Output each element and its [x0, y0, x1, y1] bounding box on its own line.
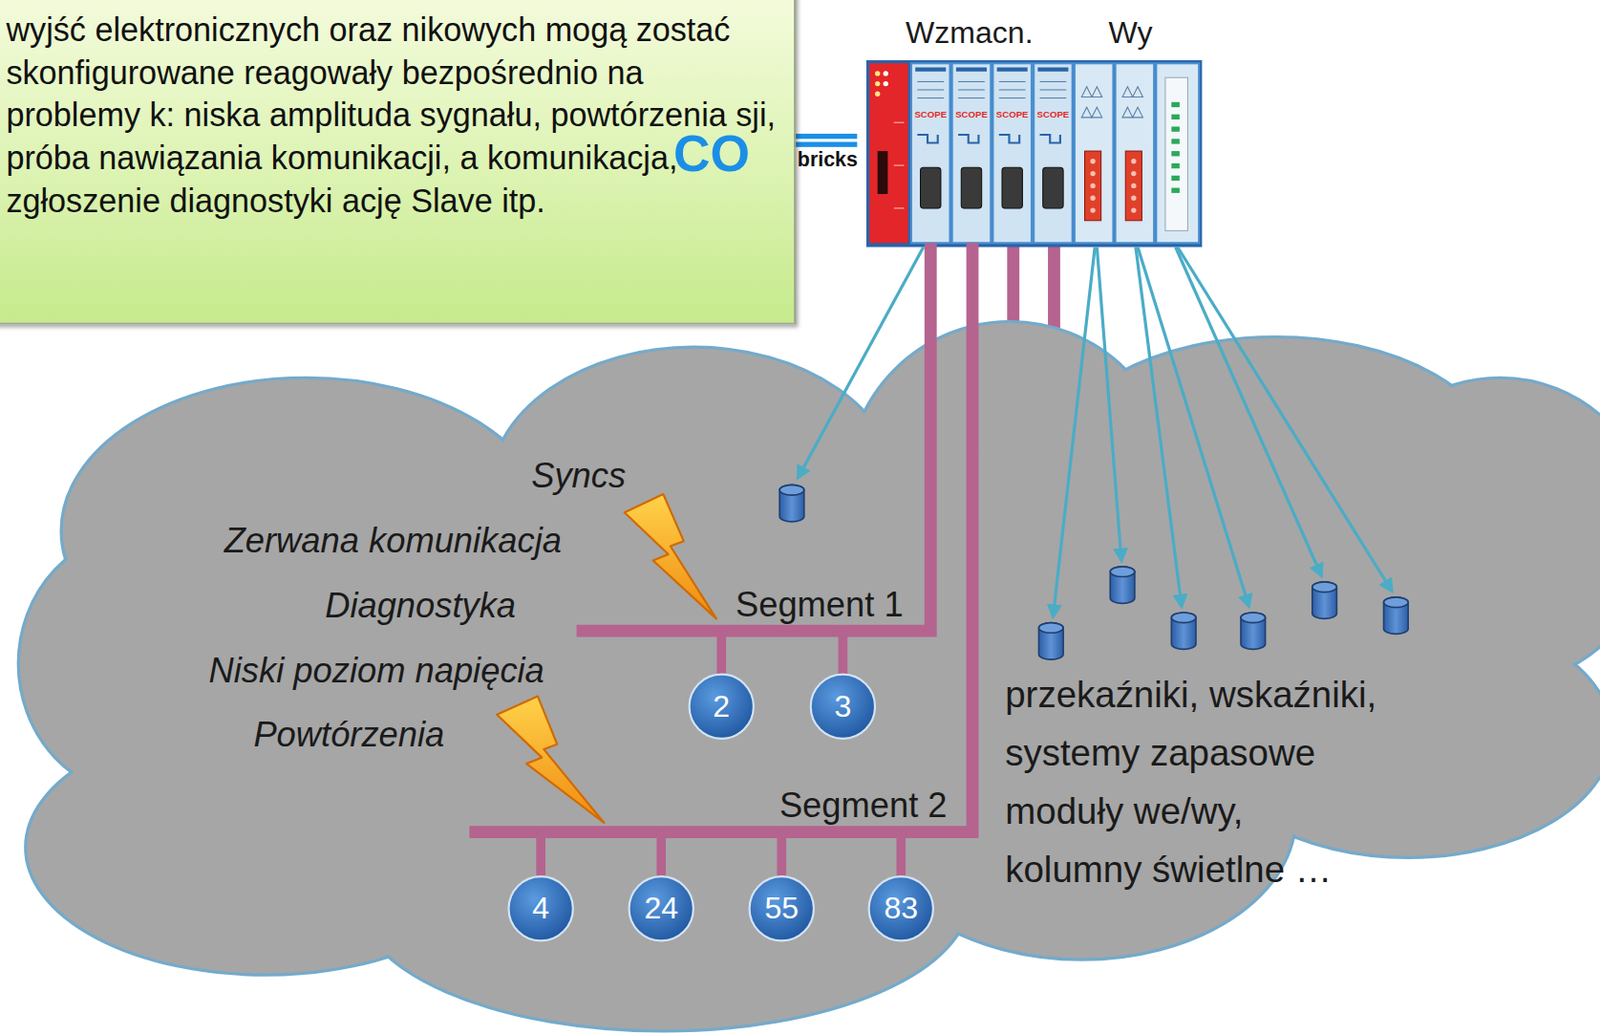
station-number: 55 — [764, 891, 799, 926]
module-marking: SCOPE — [914, 108, 947, 120]
station-number: 2 — [712, 688, 730, 724]
station-circle: 2 — [687, 672, 756, 741]
fault-label: Powtórzenia — [253, 714, 445, 755]
station-circle: 4 — [507, 874, 576, 942]
module-marking: SCOPE — [996, 108, 1029, 120]
circle-label-wrap: 3 — [809, 672, 877, 741]
callout-text: wyjść elektronicznych oraz nikowych mogą… — [5, 8, 782, 223]
module-group-label: Wy — [1109, 15, 1153, 50]
circle-label-wrap: 2 — [687, 672, 756, 741]
fault-label: Niski poziom napięcia — [209, 650, 545, 691]
module-marking: SCOPE — [955, 108, 988, 120]
circle-label-wrap: 55 — [747, 874, 816, 942]
output-device — [779, 484, 1408, 660]
module-group-label: Wzmacn. — [905, 15, 1034, 50]
station-number: 83 — [883, 891, 918, 926]
drop-wire — [540, 630, 901, 875]
circle-label-wrap: 83 — [867, 874, 936, 942]
station-circle: 24 — [627, 874, 696, 942]
network-cloud — [18, 320, 1600, 1030]
station-circle: 55 — [747, 874, 816, 942]
station-number: 24 — [643, 891, 679, 926]
station-circle: 83 — [867, 874, 936, 942]
circle-label-wrap: 4 — [507, 874, 576, 942]
station-circle: 3 — [809, 672, 877, 741]
station-number: 3 — [833, 688, 852, 724]
circle-label-wrap: 24 — [627, 874, 696, 942]
station-number: 4 — [532, 891, 550, 926]
combricks-device — [866, 60, 1202, 247]
output-description: przekaźniki, wskaźniki, systemy zapasowe… — [1004, 664, 1387, 898]
module-marking: SCOPE — [1037, 108, 1070, 120]
logo-text: bricks — [797, 147, 858, 171]
fault-label: Syncs — [531, 455, 626, 496]
output-arrow — [797, 247, 1392, 618]
segment-label: Segment 2 — [779, 785, 948, 826]
fault-label: Zerwana komunikacja — [224, 520, 562, 561]
segment-label: Segment 1 — [735, 584, 904, 625]
logo-text: CO — [673, 124, 750, 184]
fault-label: Diagnostyka — [324, 585, 516, 626]
